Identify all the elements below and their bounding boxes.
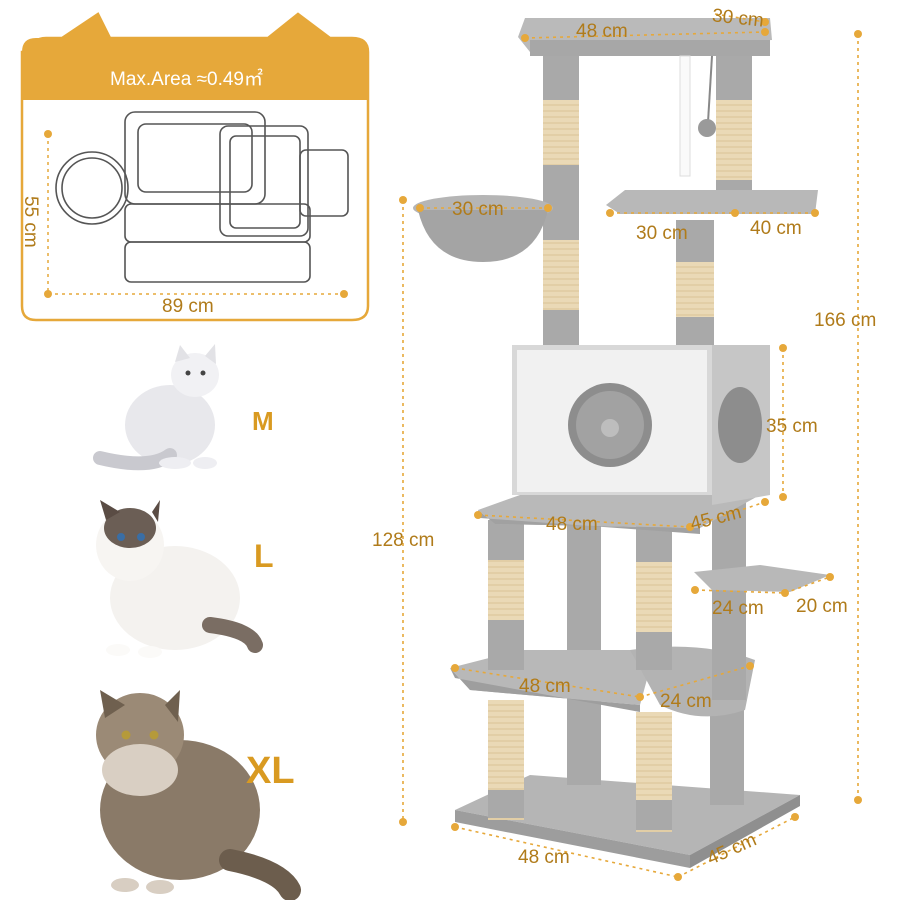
maine-coon-cat-photo [96, 690, 301, 900]
condo-box [512, 345, 770, 505]
dim-basket: 30 cm [452, 199, 504, 220]
dim-lower-depth: 24 cm [660, 691, 712, 712]
dim-top-width: 48 cm [576, 21, 628, 42]
dim-condo-height: 35 cm [766, 416, 818, 437]
dim-mid-height: 128 cm [372, 530, 435, 551]
middle-platform [606, 190, 818, 214]
cat-size-xl: XL [246, 750, 295, 792]
dim-platform-depth: 40 cm [750, 218, 802, 239]
footprint-title: Max.Area ≈0.49㎡ [110, 69, 263, 90]
dim-top-depth: 30 cm [711, 5, 765, 32]
dim-platform-width: 30 cm [636, 223, 688, 244]
upper-posts [543, 55, 752, 345]
dim-step-width: 24 cm [712, 598, 764, 619]
dim-total-height: 166 cm [814, 310, 877, 331]
dim-condo-platform-width: 48 cm [546, 514, 598, 535]
footprint-panel: Max.Area ≈0.49㎡ 89 cm 55 cm [0, 0, 380, 330]
small-step [694, 565, 830, 592]
white-cat-photo [93, 344, 219, 471]
ragdoll-cat-photo [96, 500, 263, 658]
dim-lower-width: 48 cm [519, 676, 571, 697]
dim-step-depth: 20 cm [796, 596, 848, 617]
cat-size-m: M [252, 406, 274, 436]
hanging-ball-toy [698, 119, 716, 137]
middle-posts [488, 500, 746, 700]
dim-base-width: 48 cm [518, 847, 570, 868]
cat-size-l: L [254, 538, 274, 574]
footprint-width-label: 89 cm [162, 296, 214, 317]
